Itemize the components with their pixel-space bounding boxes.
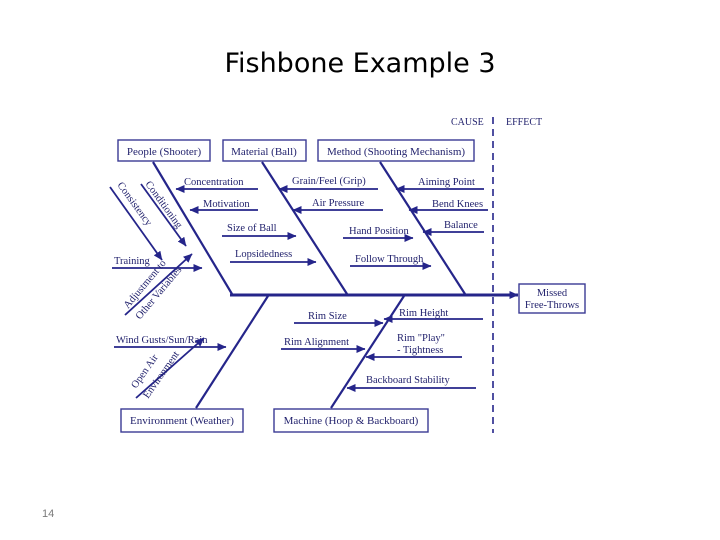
cause-concentration: Concentration [184, 177, 244, 188]
bone-people [152, 161, 233, 295]
category-method: Method (Shooting Mechanism) [317, 139, 475, 162]
category-machine: Machine (Hoop & Backboard) [273, 408, 429, 433]
slide-title: Fishbone Example 3 [224, 48, 496, 79]
category-material-label: Material (Ball) [231, 146, 297, 158]
cause-training: Training [114, 256, 151, 267]
bone-environment [195, 295, 269, 409]
category-environment-label: Environment (Weather) [130, 415, 234, 427]
cause-follow-through: Follow Through [355, 254, 424, 265]
cause-backboard-stability: Backboard Stability [366, 375, 450, 386]
cause-rim-play-line2: - Tightness [397, 345, 443, 356]
category-machine-label: Machine (Hoop & Backboard) [284, 415, 419, 427]
arrow-adjustment [124, 253, 193, 316]
cause-air-pressure: Air Pressure [312, 198, 365, 209]
page-number: 14 [42, 508, 55, 520]
cause-balance: Balance [444, 220, 478, 231]
bone-material [261, 161, 348, 295]
cause-bend-knees: Bend Knees [432, 199, 483, 210]
category-people: People (Shooter) [117, 139, 211, 162]
category-environment: Environment (Weather) [120, 408, 244, 433]
effect-label-line2: Free-Throws [525, 300, 579, 311]
effect-box [518, 283, 586, 314]
cause-rim-alignment: Rim Alignment [284, 337, 349, 348]
cause-size-of-ball: Size of Ball [227, 223, 277, 234]
cause-rim-play-line1: Rim "Play" [397, 333, 445, 344]
cause-hand-position: Hand Position [349, 226, 410, 237]
category-material: Material (Ball) [222, 139, 307, 162]
effect-label-line1: Missed [537, 288, 568, 299]
cause-wind-gusts: Wind Gusts/Sun/Rain [116, 335, 208, 346]
bone-machine [330, 295, 405, 409]
cause-rim-size: Rim Size [308, 311, 347, 322]
cause-rim-height: Rim Height [399, 308, 448, 319]
arrow-conditioning [140, 183, 187, 247]
cause-lopsidedness: Lopsidedness [235, 249, 292, 260]
cause-aiming-point: Aiming Point [418, 177, 475, 188]
cause-header: CAUSE [451, 117, 484, 128]
effect-header: EFFECT [506, 117, 542, 128]
category-method-label: Method (Shooting Mechanism) [327, 146, 465, 158]
category-people-label: People (Shooter) [127, 146, 202, 158]
cause-grain-feel: Grain/Feel (Grip) [292, 176, 366, 187]
cause-motivation: Motivation [203, 199, 250, 210]
arrow-consistency [109, 186, 163, 261]
arrow-open-air [135, 337, 205, 399]
